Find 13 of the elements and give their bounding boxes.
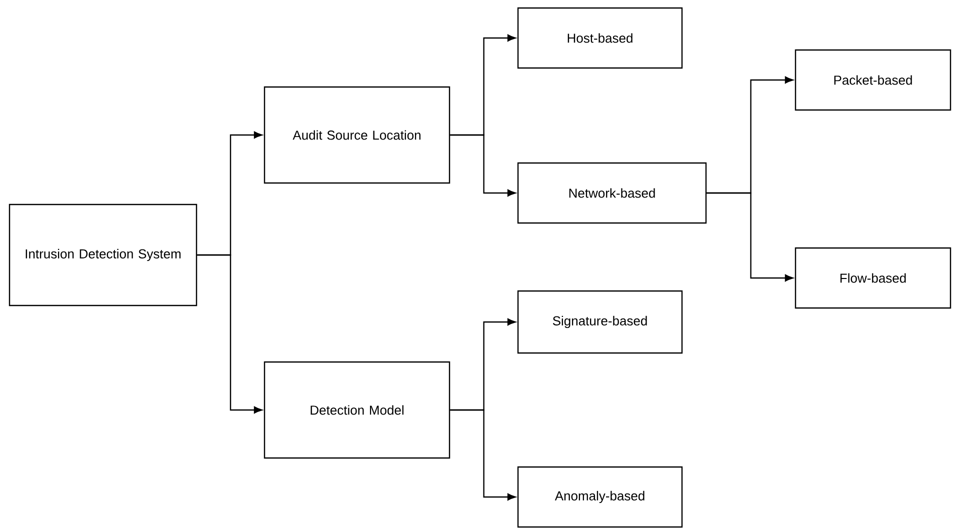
arrow [706, 192, 794, 282]
arrow [197, 254, 262, 414]
box: Network-based [517, 162, 707, 224]
arrow [450, 134, 516, 197]
box: Signature-based [517, 290, 683, 354]
box: Audit Source Location [264, 86, 450, 184]
box: Flow-based [794, 247, 952, 309]
box: Anomaly-based [517, 466, 683, 528]
box: Host-based [517, 7, 683, 69]
box: Intrusion Detection System [8, 204, 198, 306]
arrow [450, 409, 516, 501]
box: Detection Model [264, 361, 450, 459]
box: Packet-based [794, 49, 952, 111]
